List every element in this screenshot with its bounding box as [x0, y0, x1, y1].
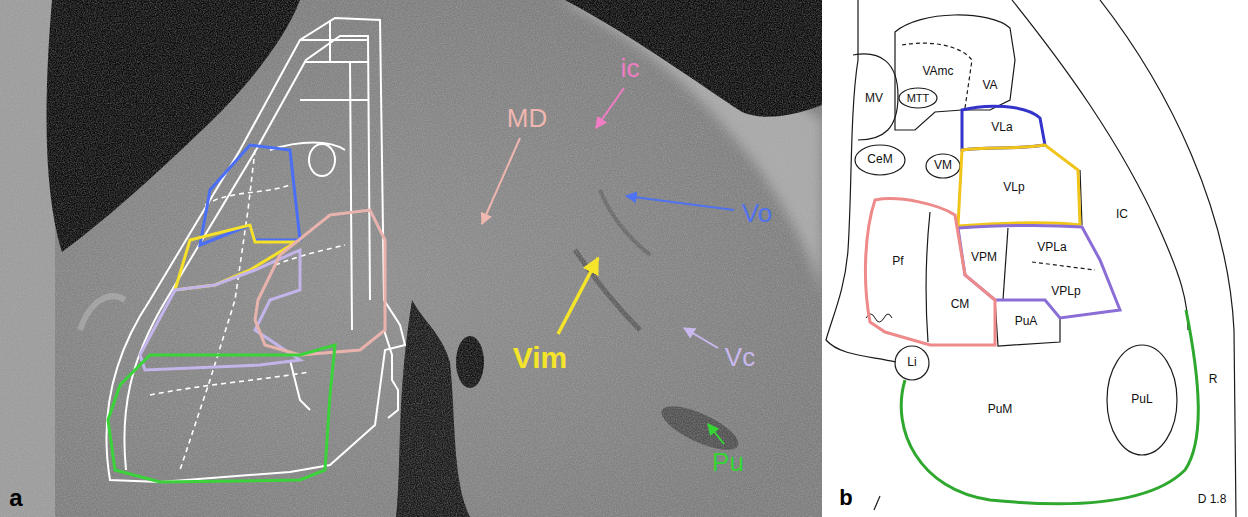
- leader-arrow: [708, 424, 724, 444]
- nucleus-label: Li: [907, 356, 916, 369]
- nucleus-label: PuA: [1015, 315, 1038, 328]
- nucleus-label: VLp: [1003, 181, 1024, 194]
- mri-slice: [0, 0, 822, 517]
- leader-arrow: [482, 138, 520, 224]
- vm-outline: [926, 154, 960, 178]
- nucleus-label: MV: [865, 92, 883, 105]
- vpl-outline: [958, 225, 1120, 318]
- vpm-border: [1003, 228, 1008, 300]
- nucleus-label: MTT: [907, 92, 930, 104]
- cem-outline: [855, 145, 905, 175]
- mri-noise: [0, 0, 822, 517]
- mri-ground: [0, 0, 822, 517]
- vc-outline: [140, 250, 300, 370]
- region-label: Vc: [725, 343, 755, 372]
- pulvinar-border: [901, 310, 1198, 504]
- pu-outline: [108, 345, 335, 482]
- leader-arrow: [596, 88, 624, 128]
- va-outline: [895, 15, 1015, 130]
- region-label: IC: [1116, 208, 1128, 221]
- atlas-ground: [822, 0, 1248, 517]
- panel-letter: a: [9, 485, 22, 511]
- pul-outline: [1107, 345, 1177, 455]
- mv-outline: [853, 54, 898, 140]
- cm-border: [926, 212, 930, 342]
- tick-mark: [874, 496, 880, 510]
- panel-letter: b: [839, 486, 852, 510]
- nucleus-border: [384, 330, 398, 418]
- nucleus-border: [300, 20, 368, 100]
- plane-label: D 1.8: [1198, 493, 1227, 506]
- nucleus-label: Pf: [892, 255, 903, 268]
- md-outline: [255, 210, 385, 355]
- nucleus-border: [290, 360, 310, 410]
- pf-cm-outline: [865, 199, 995, 345]
- region-label: Vim: [513, 341, 567, 374]
- leader-arrow: [684, 328, 718, 348]
- region-label: Pu: [712, 448, 744, 477]
- nucleus-label: VPLa: [1037, 241, 1066, 254]
- atlas-drawing: [826, 0, 1236, 517]
- atlas-overlay: [106, 18, 405, 482]
- colored-nuclei: [108, 145, 385, 482]
- nucleus-label: VPM: [971, 251, 997, 264]
- dashed-border: [205, 185, 290, 205]
- dashed-border: [150, 372, 310, 395]
- mtt-outline: [899, 88, 937, 108]
- nucleus-label: CeM: [867, 153, 892, 166]
- nucleus-border: [270, 62, 352, 330]
- vlp-outline: [958, 145, 1080, 226]
- nucleus-label: VAmc: [922, 65, 953, 78]
- region-label: MD: [507, 104, 547, 133]
- region-label: Vo: [742, 199, 772, 228]
- nucleus-label: CM: [951, 298, 970, 311]
- dashed-borders: [150, 150, 345, 470]
- li-outline: [895, 346, 929, 380]
- leader-arrows: [482, 88, 734, 444]
- leader-arrow: [626, 196, 734, 210]
- dashed-border: [180, 150, 255, 470]
- thalamus-outline: [124, 36, 370, 470]
- nucleus-label: VM: [934, 159, 952, 172]
- nucleus-label: VA: [982, 79, 997, 92]
- region-label: ic: [621, 54, 640, 83]
- vla-outline: [962, 106, 1045, 150]
- thalamus-outline: [106, 18, 405, 482]
- atlas-colored: [865, 106, 1198, 503]
- nucleus-label: PuL: [1131, 393, 1152, 406]
- thalamus-border: [1012, 0, 1188, 330]
- nucleus-label: VLa: [991, 121, 1012, 134]
- vpla-border: [1032, 262, 1095, 270]
- mtt-outline: [309, 144, 335, 176]
- leader-arrow: [558, 258, 598, 334]
- reticular-border: [1100, 0, 1236, 517]
- nucleus-label: VPLp: [1051, 285, 1080, 298]
- nucleus-label: PuM: [988, 403, 1013, 416]
- region-label: R: [1209, 373, 1218, 386]
